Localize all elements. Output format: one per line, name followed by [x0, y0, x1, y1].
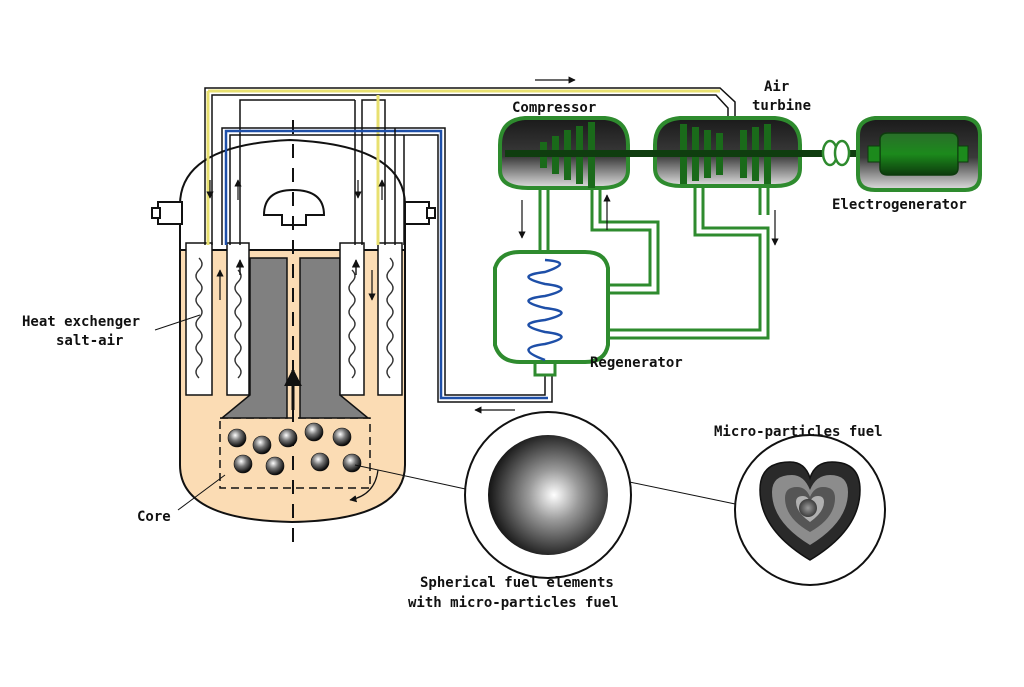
- fuel-sphere: [332, 427, 352, 447]
- regenerator-coil: [527, 258, 563, 362]
- callout-lines: [154, 314, 741, 511]
- core-region: [219, 417, 371, 489]
- regenerator-label: Regenerator: [590, 355, 683, 371]
- electrogenerator-label: Electrogenerator: [832, 197, 967, 213]
- heat-exchanger-coils: [195, 257, 394, 379]
- micro-particles-fuel-label: Micro-particles fuel: [714, 424, 883, 440]
- heat-exchanger-label-line1: Heat exchenger: [22, 314, 140, 330]
- top-cap: [262, 188, 326, 226]
- air-turbine-label-line2: turbine: [752, 98, 811, 114]
- compressor-label: Compressor: [512, 100, 596, 116]
- reactor-vessel: [151, 120, 436, 548]
- fuel-sphere: [278, 428, 298, 448]
- shaft: [505, 150, 860, 157]
- fuel-sphere: [310, 452, 330, 472]
- fuel-sphere: [227, 428, 247, 448]
- electrogenerator: [856, 116, 982, 192]
- reflector-left: [219, 257, 288, 419]
- micro-particle-zoom: [734, 434, 886, 586]
- spherical-fuel-label-line2: with micro-particles fuel: [408, 595, 619, 611]
- heat-exchanger-label-line2: salt-air: [56, 333, 123, 349]
- spherical-fuel-element-zoom: [464, 411, 632, 579]
- vessel-flange-right: [404, 201, 430, 225]
- fuel-sphere: [233, 454, 253, 474]
- core-label: Core: [137, 509, 171, 525]
- vessel-flange-left: [157, 201, 183, 225]
- fuel-sphere: [342, 453, 362, 473]
- regenerator: [493, 250, 610, 377]
- air-turbine-label-line1: Air: [764, 79, 789, 95]
- shaft-coupling: [821, 139, 851, 167]
- green-piping: [538, 186, 770, 340]
- fuel-sphere: [304, 422, 324, 442]
- spherical-fuel-label-line1: Spherical fuel elements: [420, 575, 614, 591]
- reflector-right: [299, 257, 371, 419]
- core-fuel-spheres: [227, 422, 362, 476]
- air-piping: [204, 76, 736, 414]
- fuel-sphere: [252, 435, 272, 455]
- fuel-sphere: [265, 456, 285, 476]
